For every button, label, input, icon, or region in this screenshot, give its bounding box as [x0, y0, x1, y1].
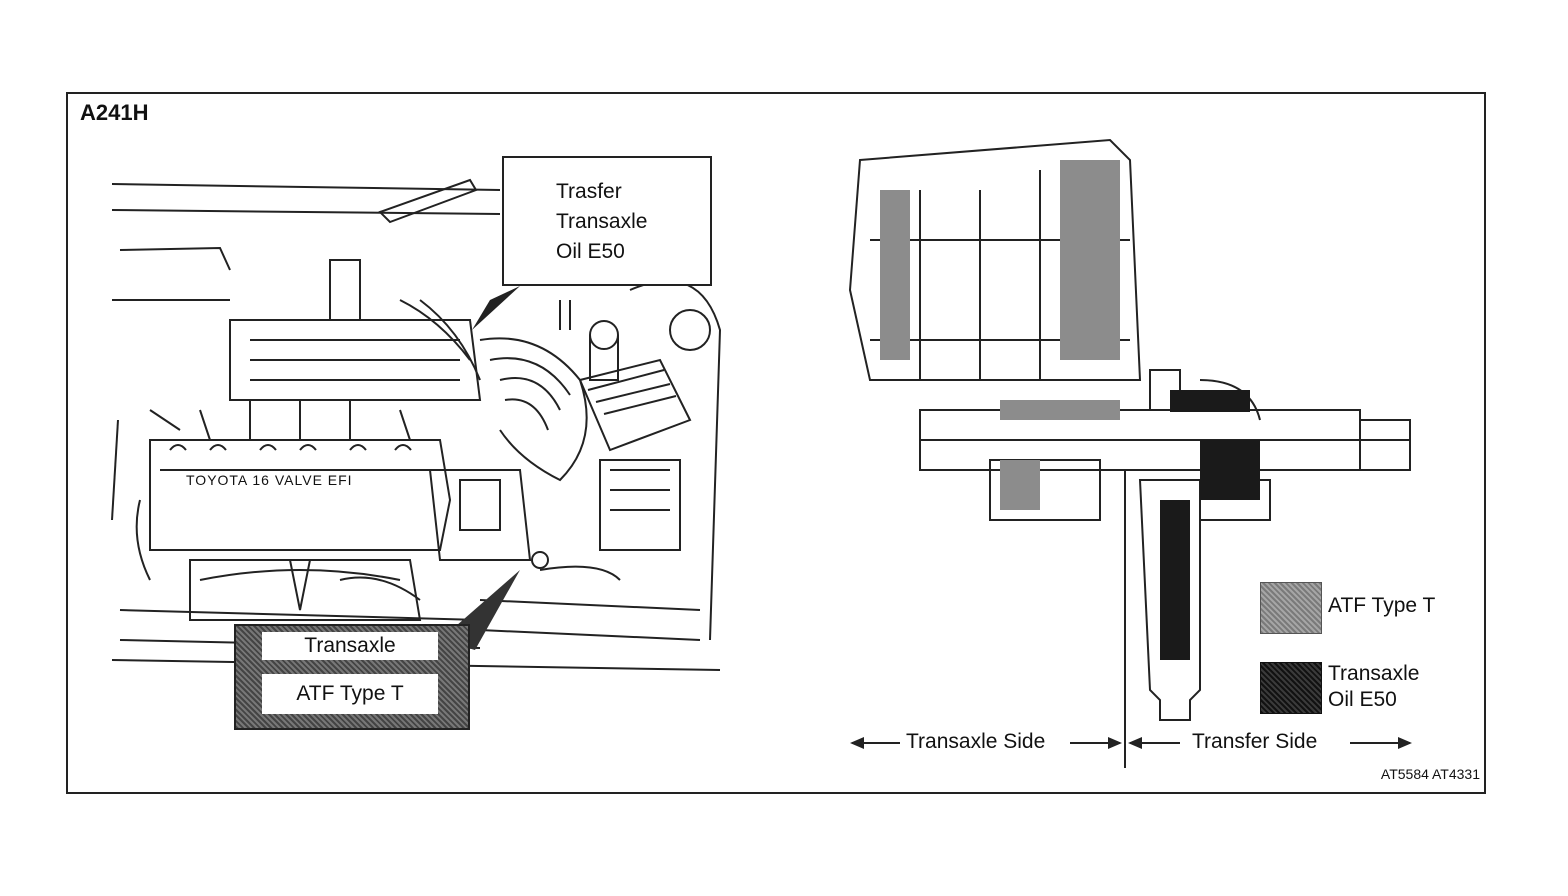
- transaxle-atf-callout: Transaxle ATF Type T: [234, 624, 470, 730]
- engine-cover-text: TOYOTA 16 VALVE EFI: [186, 472, 353, 488]
- callout-transfer-line-1: Trasfer: [556, 180, 622, 203]
- callout-transfer-line-2: Transaxle: [556, 210, 648, 233]
- legend-swatch-e50: [1260, 662, 1322, 714]
- legend-label-e50-line-1: Transaxle: [1328, 662, 1420, 685]
- callout-transaxle-line-2: ATF Type T: [262, 674, 438, 714]
- transfer-side-label: Transfer Side: [1192, 730, 1318, 753]
- legend-swatch-atf: [1260, 582, 1322, 634]
- figure-code: AT5584 AT4331: [1380, 766, 1480, 782]
- callout-transaxle-line-1: Transaxle: [262, 632, 438, 660]
- callout-transfer-line-3: Oil E50: [556, 240, 625, 263]
- figure-frame: [66, 92, 1486, 794]
- legend-label-atf: ATF Type T: [1328, 594, 1436, 617]
- transaxle-side-label: Transaxle Side: [906, 730, 1046, 753]
- transfer-oil-callout: Trasfer Transaxle Oil E50: [502, 156, 712, 286]
- model-label: A241H: [80, 100, 149, 125]
- legend-label-e50-line-2: Oil E50: [1328, 688, 1397, 711]
